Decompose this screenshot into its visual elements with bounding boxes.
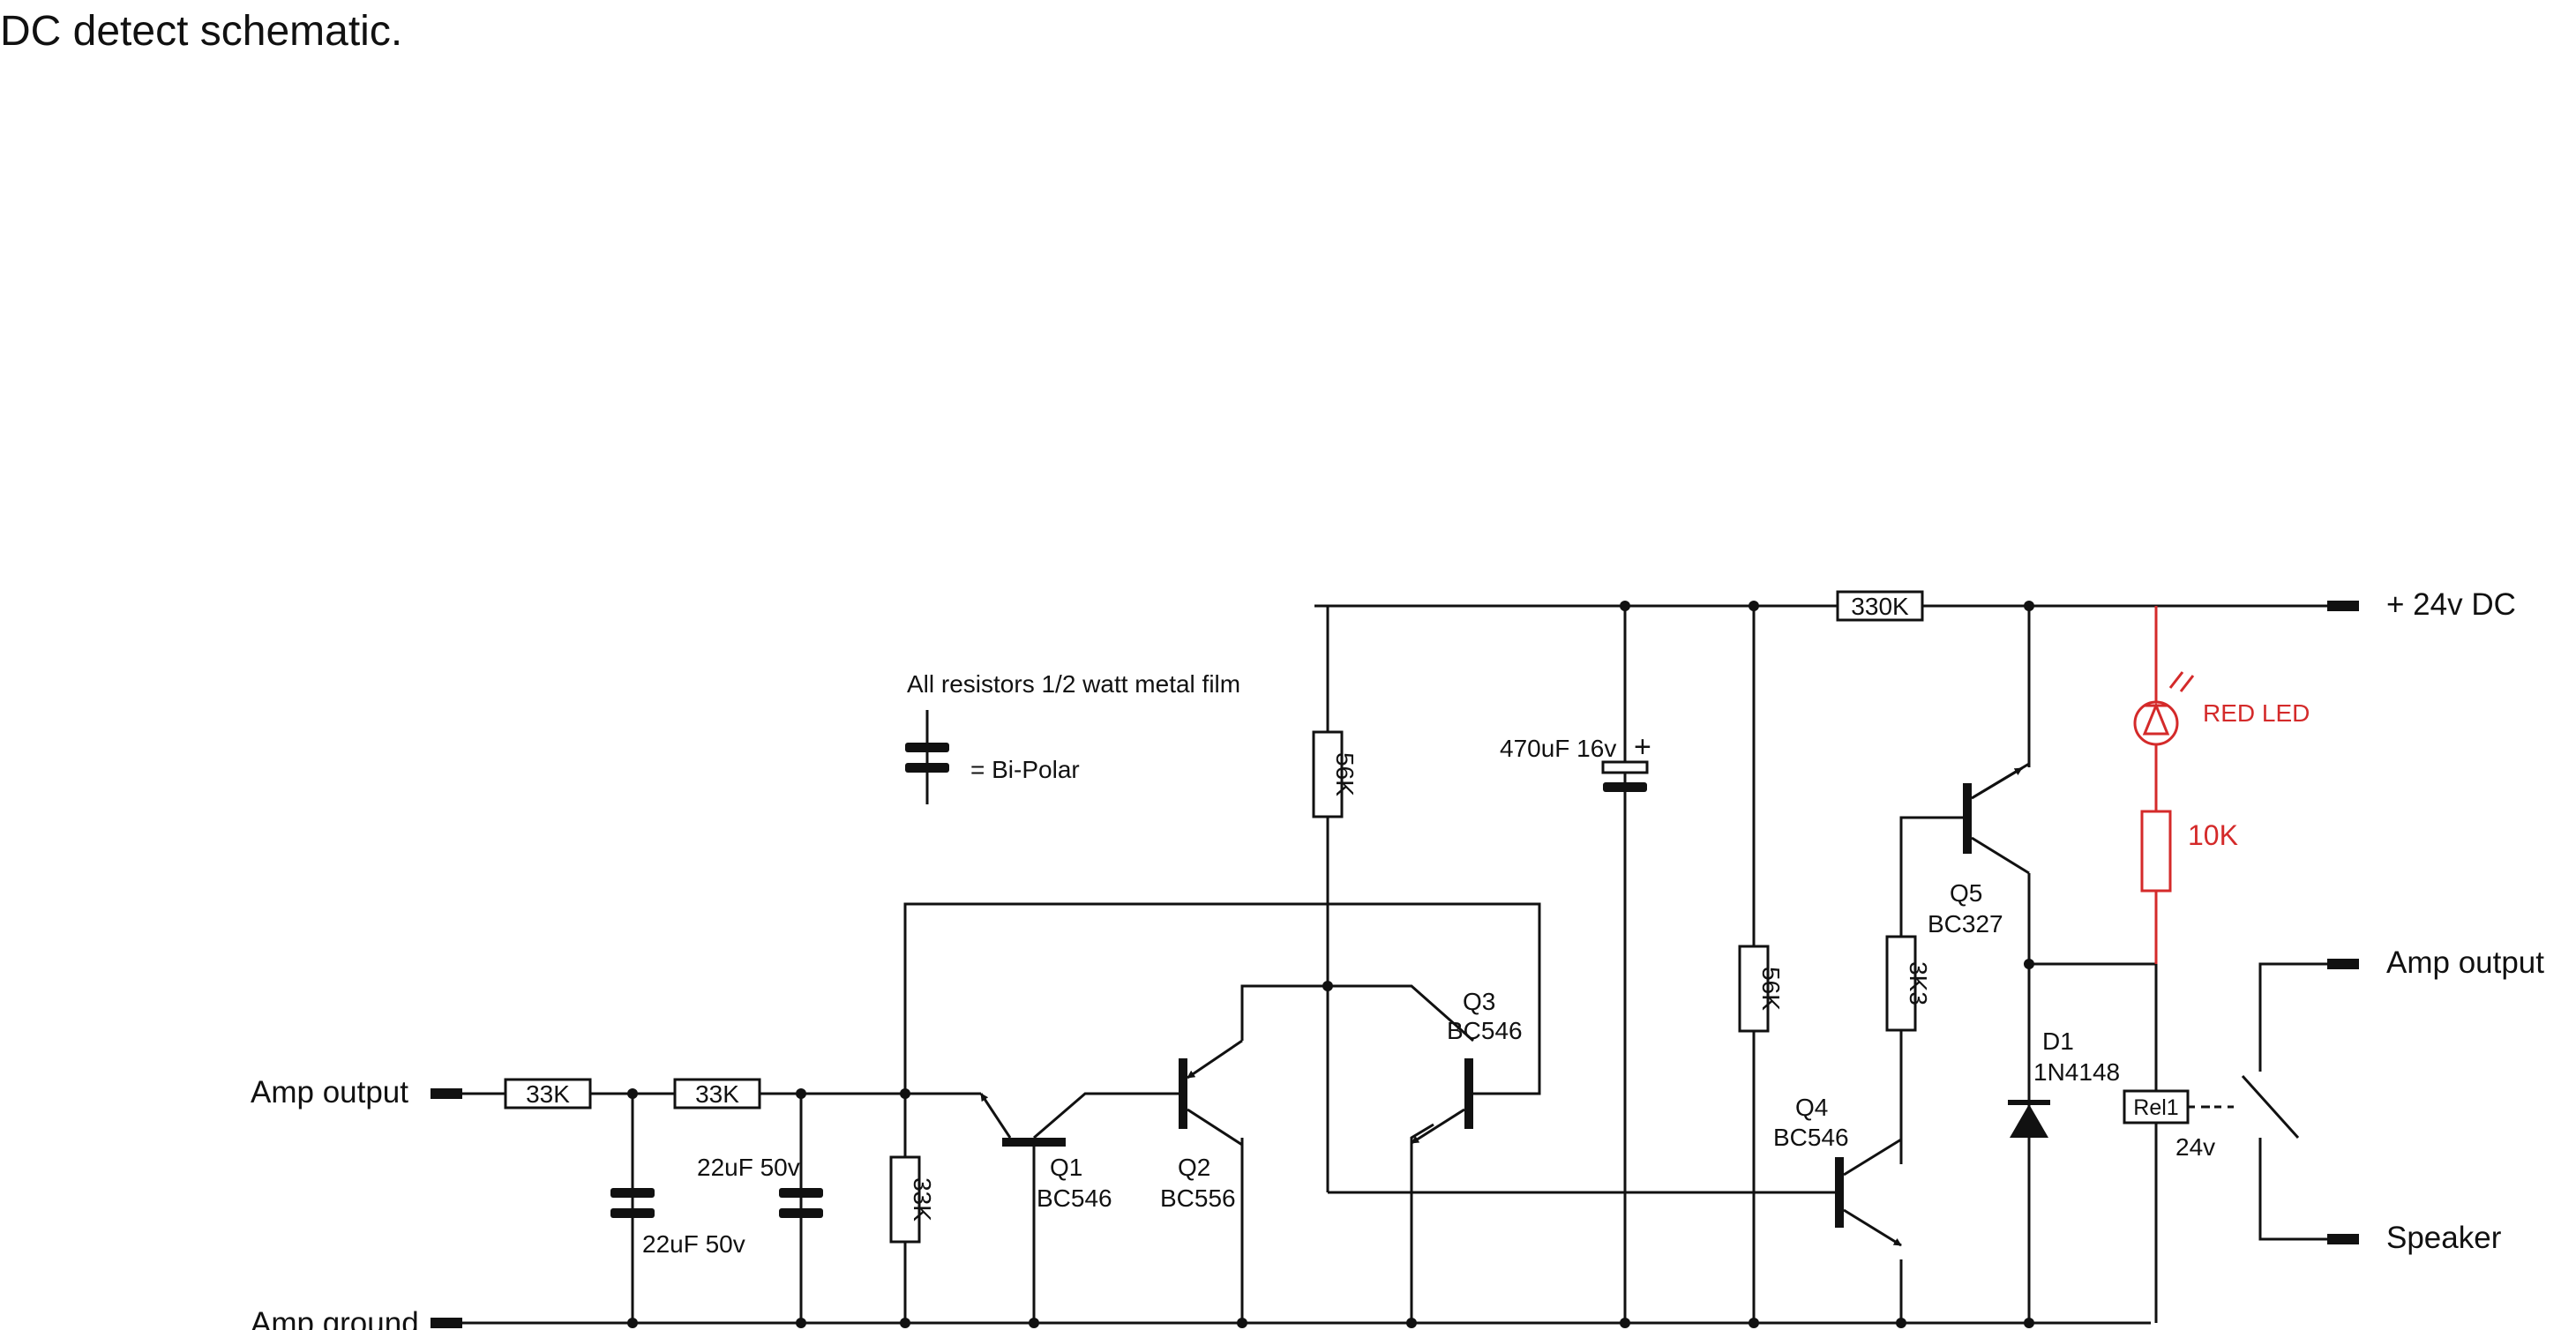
resistor-r-in2-label: 33K <box>695 1080 739 1108</box>
resistor-r-in2 <box>673 1078 761 1110</box>
resistor-r-56k-b <box>1738 945 1770 1033</box>
transistor-q5-type: BC327 <box>1928 910 2003 938</box>
resistor-r-led <box>2140 810 2172 893</box>
led-label: RED LED <box>2203 699 2310 727</box>
capacitor-elec-label: 470uF 16v <box>1500 735 1616 762</box>
transistor-q1-base <box>1002 1138 1066 1147</box>
resistor-r-56k-b-label: 56K <box>1757 967 1785 1011</box>
led-triangle <box>2142 702 2170 736</box>
transistor-q1-type: BC546 <box>1037 1184 1112 1212</box>
capacitor-c2-label: 22uF 50v <box>697 1154 800 1181</box>
capacitor-elec-plate-bottom <box>1603 782 1647 792</box>
capacitor-c2-plate-top <box>779 1188 823 1198</box>
resistor-r-shunt-label: 33K <box>909 1177 936 1222</box>
led-ray-1 <box>2168 671 2184 689</box>
relay-coil <box>2123 1089 2190 1125</box>
transistor-q3-base <box>1464 1058 1473 1129</box>
transistor-q4-base <box>1835 1157 1844 1228</box>
label-amp-output-out: Amp output <box>2386 945 2544 980</box>
page-title: DC detect schematic. <box>0 8 403 55</box>
note-bipolar: = Bi-Polar <box>970 756 1080 783</box>
terminal-speaker <box>2327 1234 2359 1244</box>
transistor-q4-ref: Q4 <box>1795 1094 1828 1121</box>
capacitor-c1-plate-bottom <box>610 1208 655 1218</box>
diode-d1-bar <box>2008 1100 2050 1105</box>
capacitor-c1-label: 22uF 50v <box>642 1230 745 1258</box>
relay-voltage: 24v <box>2175 1133 2215 1161</box>
resistor-r-shunt <box>889 1155 921 1244</box>
capacitor-c2-plate-bottom <box>779 1208 823 1218</box>
transistor-q3-type: BC546 <box>1447 1017 1523 1044</box>
transistor-q2-collector <box>1187 1108 1243 1147</box>
transistor-q4-type: BC546 <box>1773 1124 1849 1151</box>
relay-switch-blade <box>2241 1074 2300 1139</box>
transistor-q3-emitter <box>1411 1108 1465 1145</box>
capacitor-c1-plate-top <box>610 1188 655 1198</box>
resistor-r-led-label: 10K <box>2188 819 2238 851</box>
capacitor-elec-plus: + <box>1634 730 1651 764</box>
diode-d1-body <box>2010 1104 2048 1138</box>
note-resistors: All resistors 1/2 watt metal film <box>907 670 1240 698</box>
transistor-q2-type: BC556 <box>1160 1184 1236 1212</box>
transistor-q1-ref: Q1 <box>1050 1154 1082 1181</box>
transistor-q3-ref: Q3 <box>1463 988 1495 1015</box>
label-supply: + 24v DC <box>2386 587 2516 622</box>
resistor-r-3k3-label: 3K3 <box>1905 961 1932 1005</box>
transistor-q1-emitter <box>979 1093 1012 1139</box>
transistor-q2-ref: Q2 <box>1178 1154 1210 1181</box>
transistor-q2-base <box>1179 1058 1187 1129</box>
wires <box>452 604 2327 1325</box>
transistor-q2-emitter <box>1187 1039 1243 1080</box>
led-ray-2 <box>2179 675 2195 692</box>
label-amp-output-in: Amp output <box>251 1075 408 1110</box>
resistor-r-in1-label: 33K <box>526 1080 570 1108</box>
resistor-r-330k <box>1836 590 1924 622</box>
label-amp-ground: Amp ground <box>251 1306 419 1330</box>
transistor-q4-emitter <box>1843 1208 1902 1247</box>
terminal-amp-output-out <box>2327 959 2359 969</box>
transistor-q5-ref: Q5 <box>1950 879 1982 907</box>
resistor-r-56k-a-label: 56K <box>1331 752 1359 796</box>
diode-d1-ref: D1 <box>2042 1027 2074 1055</box>
relay-ref: Rel1 <box>2133 1095 2178 1120</box>
transistor-q5-base <box>1963 783 1972 854</box>
transistor-q5-emitter-arrow <box>1971 766 2023 800</box>
resistor-r-330k-label: 330K <box>1851 593 1909 620</box>
resistor-r-3k3 <box>1885 935 1917 1032</box>
diode-d1-type: 1N4148 <box>2033 1058 2120 1086</box>
label-speaker: Speaker <box>2386 1221 2502 1255</box>
terminal-supply <box>2327 601 2359 611</box>
transistor-q5-collector <box>1971 836 2030 875</box>
resistor-r-in1 <box>504 1078 592 1110</box>
resistor-r-56k-a <box>1312 730 1344 818</box>
transistor-q4-collector <box>1843 1138 1902 1177</box>
junctions <box>627 601 2034 1328</box>
terminal-amp-output-in <box>431 1088 462 1099</box>
terminal-amp-ground <box>431 1318 462 1328</box>
capacitor-elec-plate-top <box>1601 760 1649 774</box>
